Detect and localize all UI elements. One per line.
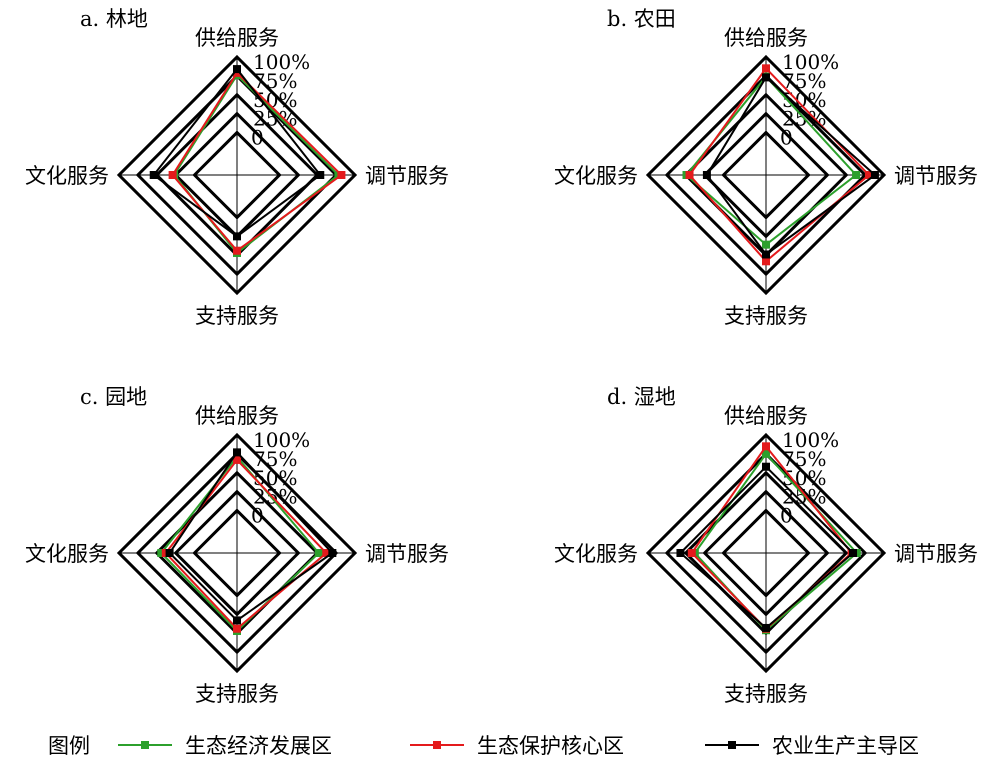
axis-label-top: 供给服务 (195, 26, 279, 50)
legend-marker-2 (433, 741, 441, 749)
data-point (762, 623, 770, 632)
data-point (314, 549, 323, 557)
data-point (316, 171, 325, 179)
axis-label-right: 调节服务 (894, 542, 978, 566)
data-point (233, 455, 241, 464)
data-point (233, 448, 241, 457)
tick-label: 75% (253, 447, 297, 471)
tick-label: 100% (782, 428, 839, 452)
data-point (165, 549, 174, 557)
axis-label-bottom: 支持服务 (195, 682, 279, 706)
axis-label-right: 调节服务 (365, 164, 449, 188)
legend-label-2: 生态保护核心区 (477, 734, 624, 758)
data-point (676, 549, 685, 557)
data-point (685, 171, 694, 179)
tick-label: 100% (253, 428, 310, 452)
data-point (233, 624, 241, 633)
axis-label-top: 供给服务 (724, 26, 808, 50)
data-point (762, 449, 770, 458)
data-point (762, 257, 770, 266)
data-point (233, 616, 241, 625)
data-point (337, 171, 346, 179)
axis-label-left: 文化服务 (554, 164, 638, 188)
tick-label: 0 (780, 504, 793, 528)
data-point (870, 171, 879, 179)
data-point (702, 171, 711, 179)
data-point (762, 64, 770, 73)
legend-label-1: 生态经济发展区 (185, 734, 332, 758)
data-point (687, 549, 696, 557)
data-point (322, 549, 331, 557)
panel-title: d. 湿地 (607, 385, 676, 409)
data-point (168, 171, 177, 179)
axis-label-bottom: 支持服务 (724, 682, 808, 706)
data-point (762, 462, 770, 471)
axis-label-bottom: 支持服务 (724, 304, 808, 328)
data-point (157, 549, 166, 557)
axis-label-left: 文化服务 (25, 542, 109, 566)
legend: 图例 生态经济发展区 生态保护核心区 农业生产主导区 (48, 734, 919, 758)
axis-label-right: 调节服务 (365, 542, 449, 566)
tick-label: 25% (253, 485, 297, 509)
legend-entry-2: 生态保护核心区 (410, 734, 624, 758)
legend-label-3: 农业生产主导区 (772, 734, 919, 758)
data-point (233, 232, 241, 241)
axis-label-left: 文化服务 (554, 542, 638, 566)
axis-label-right: 调节服务 (894, 164, 978, 188)
axis-label-bottom: 支持服务 (195, 304, 279, 328)
tick-label: 50% (782, 466, 826, 490)
data-point (233, 246, 241, 255)
tick-label: 100% (253, 50, 310, 74)
tick-label: 75% (782, 447, 826, 471)
data-point (233, 65, 241, 74)
panel-title: b. 农田 (607, 7, 676, 31)
data-point (762, 250, 770, 259)
axis-label-top: 供给服务 (195, 404, 279, 428)
data-point (864, 171, 873, 179)
panel-title: c. 园地 (80, 385, 147, 409)
axis-label-left: 文化服务 (25, 164, 109, 188)
tick-label: 0 (251, 504, 264, 528)
legend-marker-1 (141, 741, 149, 749)
tick-label: 0 (251, 126, 264, 150)
data-point (149, 171, 158, 179)
legend-marker-3 (728, 741, 736, 749)
data-point (762, 73, 770, 82)
tick-label: 0 (780, 126, 793, 150)
data-point (849, 549, 858, 557)
data-point (762, 442, 770, 451)
legend-title: 图例 (48, 734, 90, 758)
tick-label: 75% (253, 69, 297, 93)
data-point (328, 549, 337, 557)
tick-label: 75% (782, 69, 826, 93)
legend-entry-3: 农业生产主导区 (705, 734, 919, 758)
axis-label-top: 供给服务 (724, 404, 808, 428)
tick-label: 100% (782, 50, 839, 74)
panel-title: a. 林地 (80, 7, 148, 31)
data-point (852, 171, 861, 179)
data-point (762, 240, 770, 249)
legend-entry-1: 生态经济发展区 (118, 734, 332, 758)
